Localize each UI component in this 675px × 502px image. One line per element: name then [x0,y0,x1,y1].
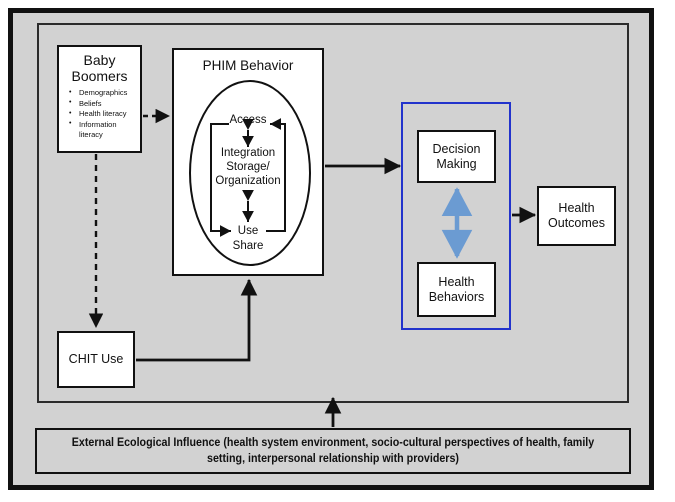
decision-making-box: Decision Making [417,130,496,183]
health-outcomes-label-line2: Outcomes [548,216,605,230]
outcomes-group-container [401,102,511,330]
baby-boomers-bullet-list: Demographics Beliefs Health literacy Inf… [59,88,140,141]
chit-use-box: CHIT Use [57,331,135,388]
health-outcomes-box: Health Outcomes [537,186,616,246]
list-item: Demographics [67,88,138,99]
baby-boomers-title-line2: Boomers [71,68,128,84]
decision-making-label-line1: Decision [432,141,481,156]
baby-boomers-box: Baby Boomers Demographics Beliefs Health… [57,45,142,153]
health-behaviors-label-line2: Behaviors [428,289,485,304]
cycle-label-integration: Integration Storage/ Organization [174,146,322,188]
cycle-label-integration-line2: Storage/ [226,161,270,173]
cycle-label-integration-line1: Integration [220,147,276,159]
list-item: Beliefs [67,98,138,110]
baby-boomers-title: Baby Boomers [59,52,140,84]
cycle-label-use: Use [237,225,259,237]
chit-use-label: CHIT Use [68,352,124,366]
external-ecological-influence-text: External Ecological Influence (health sy… [71,437,595,465]
cycle-label-access: Access [229,114,267,126]
decision-making-label-line2: Making [436,156,477,171]
external-ecological-influence-box: External Ecological Influence (health sy… [35,428,631,474]
list-item: Health literacy [67,109,138,120]
cycle-label-integration-line3: Organization [215,175,281,187]
cycle-label-share: Share [232,240,264,252]
phim-behavior-box: PHIM Behavior Access Integration Storage… [172,48,324,276]
health-behaviors-label-line1: Health [438,274,475,289]
health-outcomes-label-line1: Health [558,201,595,215]
phim-cycle-ellipse [189,80,311,266]
health-behaviors-box: Health Behaviors [417,262,496,317]
baby-boomers-title-line1: Baby [83,52,116,68]
phim-behavior-title: PHIM Behavior [202,58,294,73]
list-item: Information literacy [67,119,138,141]
